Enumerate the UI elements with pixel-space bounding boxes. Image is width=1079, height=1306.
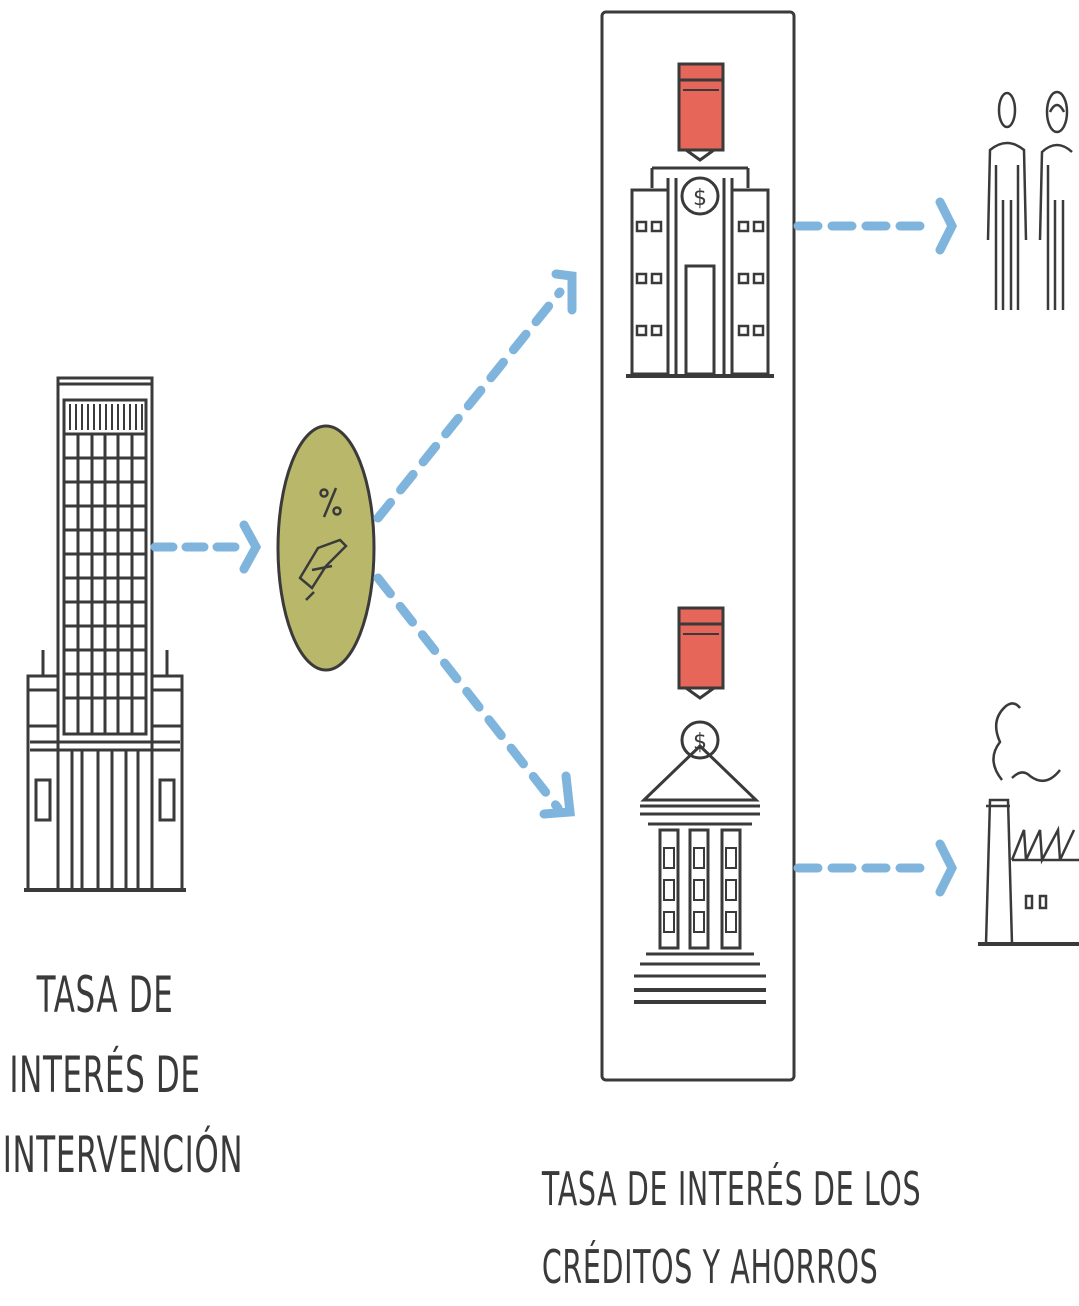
caption-line: TASA DE INTERÉS DE LOS (541, 1162, 922, 1216)
dashed-arrow-icon (793, 197, 958, 255)
percent-hand-icon (276, 424, 376, 672)
credit-card-icon (677, 606, 725, 690)
bank-building-icon: $ (626, 62, 774, 378)
dollar-coin-icon (680, 720, 720, 760)
factory-icon (978, 702, 1079, 946)
banks-caption: TASA DE INTERÉS DE LOS CRÉDITOS Y AHORRO… (541, 1150, 922, 1306)
bank-temple-icon: $ (634, 606, 766, 1004)
dashed-arrow-icon (373, 269, 577, 523)
office-tower-icon (24, 376, 186, 892)
central-bank-caption: TASA DE INTERÉS DE INTERVENCIÓN (2, 955, 244, 1195)
dashed-arrow-icon (150, 520, 262, 574)
caption-line: INTERÉS DE (9, 1046, 201, 1104)
caption-line: INTERVENCIÓN (2, 1126, 244, 1184)
credit-card-icon (677, 62, 725, 152)
caption-line: TASA DE (36, 966, 174, 1024)
dashed-arrow-icon (793, 839, 958, 897)
svg-text:$: $ (693, 186, 707, 211)
dollar-coin-icon (680, 176, 720, 216)
banks-box (600, 10, 796, 1082)
people-icon (986, 90, 1073, 310)
caption-line: CRÉDITOS Y AHORROS (541, 1240, 879, 1294)
dashed-arrow-icon (373, 573, 575, 819)
